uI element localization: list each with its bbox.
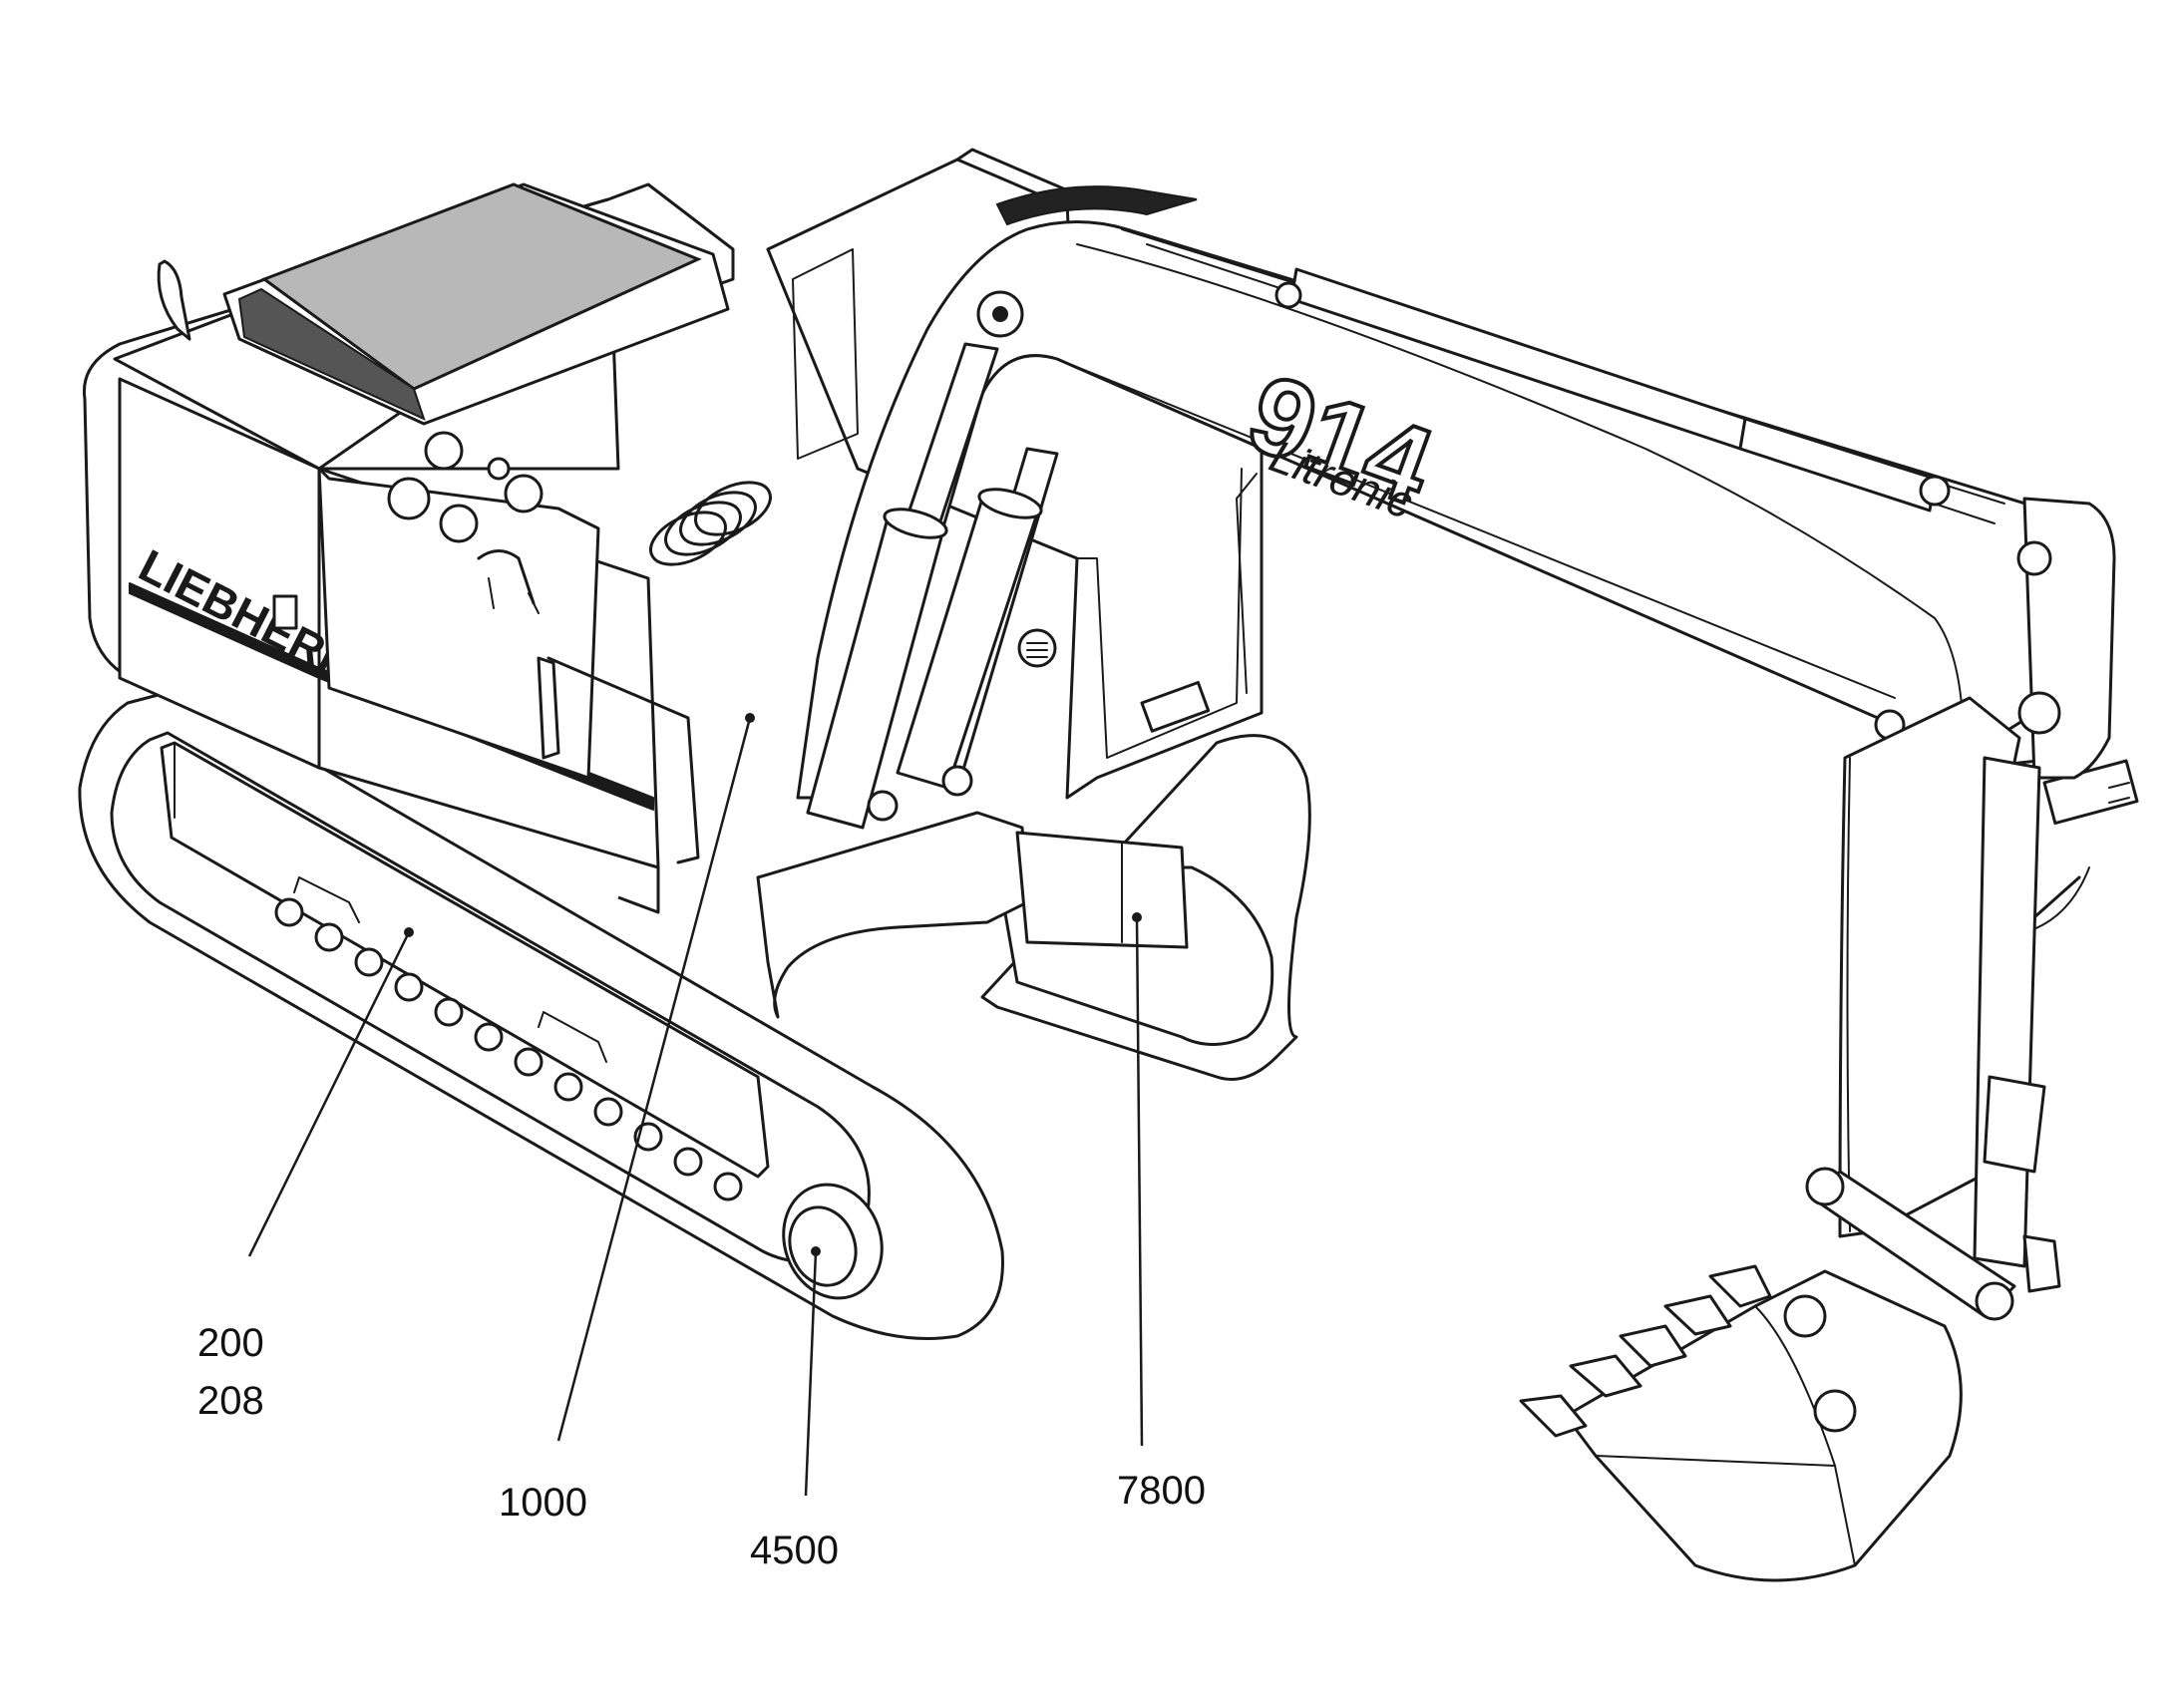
callout-leaders: [247, 713, 1144, 1497]
left-track: [78, 686, 1004, 1340]
boom: 914 Litronic: [796, 185, 2139, 938]
upper-carriage: LIEBHERR: [82, 182, 735, 914]
callout-7800: 7800: [1117, 1469, 1206, 1513]
track-rollers: [274, 897, 743, 1201]
hose-coils: [649, 481, 772, 566]
boom-cylinders: [806, 342, 1059, 830]
stick-arm: [1805, 696, 2061, 1321]
callout-1000: 1000: [499, 1481, 587, 1525]
bucket-teeth: [1519, 1264, 1772, 1438]
callout-208: 208: [197, 1379, 264, 1423]
bucket: [1519, 1264, 1963, 1582]
car-body: [756, 811, 1189, 1019]
engine-hood: [222, 182, 730, 426]
callout-labels: 200 208 1000 4500 7800: [197, 1321, 1206, 1572]
callout-200: 200: [197, 1321, 264, 1365]
callout-4500: 4500: [750, 1529, 839, 1572]
idler-wheel: [782, 1183, 884, 1300]
